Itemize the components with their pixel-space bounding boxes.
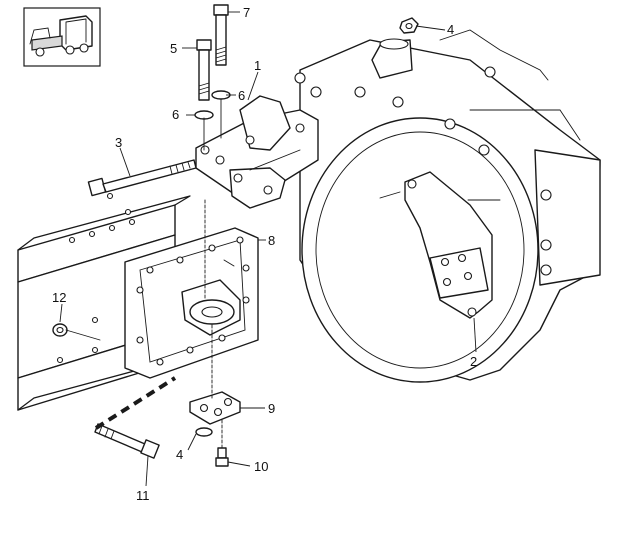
callout-11: 11 [136, 488, 150, 503]
assembly-lines [65, 98, 301, 449]
side-nut [52, 323, 68, 337]
lower-bracket [189, 391, 241, 467]
mounting-plate [124, 227, 259, 379]
leader-lines [59, 11, 477, 487]
callout-5: 5 [170, 41, 177, 56]
callout-labels: 7 5 6 6 1 3 4 8 12 2 9 4 10 11 [52, 5, 477, 503]
callout-3: 3 [115, 135, 122, 150]
callout-9: 9 [268, 401, 275, 416]
callout-12: 12 [52, 290, 66, 305]
lower-long-bolt [94, 423, 160, 459]
truck-cab-icon [23, 7, 101, 67]
upper-bolts [194, 4, 231, 120]
rear-mount-bracket [379, 171, 501, 319]
top-nut [399, 17, 419, 34]
callout-1: 1 [254, 58, 261, 73]
long-bolt [87, 159, 197, 197]
callout-8: 8 [268, 233, 275, 248]
callout-2: 2 [470, 354, 477, 369]
front-mount-bracket [195, 95, 319, 209]
callout-10: 10 [254, 459, 268, 474]
callout-6-lower: 6 [172, 107, 179, 122]
callout-4-bottom: 4 [176, 447, 183, 462]
callout-4-top: 4 [447, 22, 454, 37]
callout-7: 7 [243, 5, 250, 20]
callout-6-upper: 6 [238, 88, 245, 103]
